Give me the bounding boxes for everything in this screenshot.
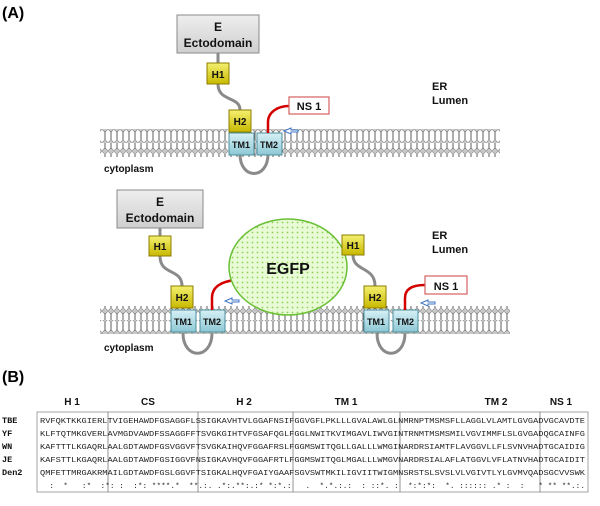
- bottom-cytoplasm-label: cytoplasm: [104, 343, 154, 354]
- bottom-h1-label-right: H1: [347, 241, 360, 252]
- bottom-tm1-label-right: TM1: [367, 317, 385, 327]
- bottom-tm2-label-right: TM2: [396, 317, 414, 327]
- bottom-signal-linker-right: [403, 283, 426, 310]
- bottom-h2-helix-left: [170, 285, 194, 309]
- bottom-er-label: ER: [432, 230, 447, 242]
- bottom-tm1-segment-left: [170, 309, 197, 333]
- bottom-lumen-label: Lumen: [432, 244, 468, 256]
- bottom-h2-label-right: H2: [369, 293, 382, 304]
- top-ectodomain-line1: E: [214, 20, 222, 34]
- top-ectodomain-line2: Ectodomain: [184, 36, 253, 50]
- top-membrane: [100, 129, 500, 157]
- bottom-h1-helix-left: [148, 235, 172, 257]
- header-tm2: TM 2: [485, 397, 508, 408]
- header-tm1: TM 1: [335, 397, 358, 408]
- header-cs: CS: [141, 397, 155, 408]
- panel-b-label: (B): [2, 369, 24, 386]
- bottom-h1-label-left: H1: [154, 242, 167, 253]
- bottom-linker-h1-h2-right: [351, 254, 377, 287]
- bottom-cleavage-arrow-left: [223, 297, 240, 305]
- bottom-h1-helix-right: [341, 234, 365, 256]
- top-tm1-label: TM1: [232, 140, 250, 150]
- sequence-row: KAFTTTLKGAQRLAALGDTAWDFGSVGGVFTSVGKAIHQV…: [40, 444, 585, 452]
- sequence-row: QMFETTMRGAKRMAILGDTAWDFGSLGGVFTSIGKALHQV…: [40, 470, 586, 478]
- bottom-linker-h1-h2-left: [158, 255, 184, 287]
- panel-a-label: (A): [2, 5, 24, 22]
- top-cytoplasm-label: cytoplasm: [104, 164, 154, 175]
- top-e-ectodomain-box: E Ectodomain: [176, 14, 260, 54]
- bottom-tm2-label-left: TM2: [203, 317, 221, 327]
- top-tm1-segment: [228, 132, 255, 156]
- top-ns1-label: NS 1: [297, 101, 321, 113]
- top-h1-label: H1: [212, 70, 225, 81]
- bottom-tm1-segment-right: [363, 309, 390, 333]
- alignment-panel: H 1 CS H 2 TM 1 TM 2 NS 1 TBE YF WN JE D…: [2, 397, 589, 493]
- top-signal-linker: [266, 104, 290, 133]
- bottom-h2-label-left: H2: [176, 293, 189, 304]
- bottom-cytoplasmic-loop-right: [375, 332, 407, 355]
- bottom-tm1-label-left: TM1: [174, 317, 192, 327]
- header-h1: H 1: [64, 397, 80, 408]
- top-linker-h1-h2: [216, 83, 242, 111]
- species-name: TBE: [2, 416, 17, 426]
- alignment-region-boxes: [36, 411, 589, 493]
- top-er-label: ER: [432, 81, 447, 93]
- top-tm2-segment: [256, 132, 283, 156]
- bottom-cleavage-arrow-right: [419, 299, 436, 307]
- consensus-row: : * :* :*: : :*: ****.* **.:. .*:.**:.:*…: [40, 483, 585, 491]
- bottom-signal-linker-left: [210, 278, 235, 310]
- header-h2: H 2: [236, 397, 252, 408]
- header-ns1: NS 1: [550, 397, 573, 408]
- bottom-diagram: E Ectodomain H1 H2 TM1 TM2 EGFP H1: [100, 189, 510, 355]
- top-lumen-label: Lumen: [432, 95, 468, 107]
- top-h2-helix: [228, 109, 252, 133]
- top-ns1-box: [288, 96, 330, 115]
- bottom-ns1-label: NS 1: [434, 281, 458, 293]
- bottom-h2-helix-right: [363, 285, 387, 309]
- species-name: YF: [2, 429, 12, 439]
- egfp-label: EGFP: [266, 261, 310, 278]
- bottom-cytoplasmic-loop-left: [181, 332, 214, 355]
- bottom-ectodomain-line2: Ectodomain: [126, 211, 195, 225]
- top-h2-label: H2: [234, 117, 247, 128]
- species-name: WN: [2, 442, 12, 452]
- top-tm2-label: TM2: [260, 140, 278, 150]
- sequence-row: KLFTQTMKGVERLAVMGDVAWDFSSAGGFFTSVGKGIHTV…: [40, 431, 585, 439]
- top-cleavage-arrow: [282, 127, 299, 135]
- egfp-ellipse: [228, 218, 348, 316]
- sequence-row: RVFQKTKKGIERLTVIGEHAWDFGSAGGFLSSIGKAVHTV…: [40, 418, 585, 426]
- top-diagram: E Ectodomain H1 H2 TM1 TM2 NS 1 ER Lumen…: [100, 14, 500, 175]
- sequence-row: KAFSTTLKGAQRLAALGDTAWDFGSIGGVFNSIGKAVHQV…: [40, 457, 585, 465]
- bottom-ectodomain-line1: E: [156, 195, 164, 209]
- top-h1-helix: [206, 62, 230, 85]
- species-name: JE: [2, 455, 12, 465]
- species-name: Den2: [2, 468, 22, 478]
- top-cytoplasmic-loop: [238, 153, 270, 175]
- bottom-ns1-box: [424, 275, 468, 295]
- bottom-e-ectodomain-box: E Ectodomain: [116, 189, 204, 229]
